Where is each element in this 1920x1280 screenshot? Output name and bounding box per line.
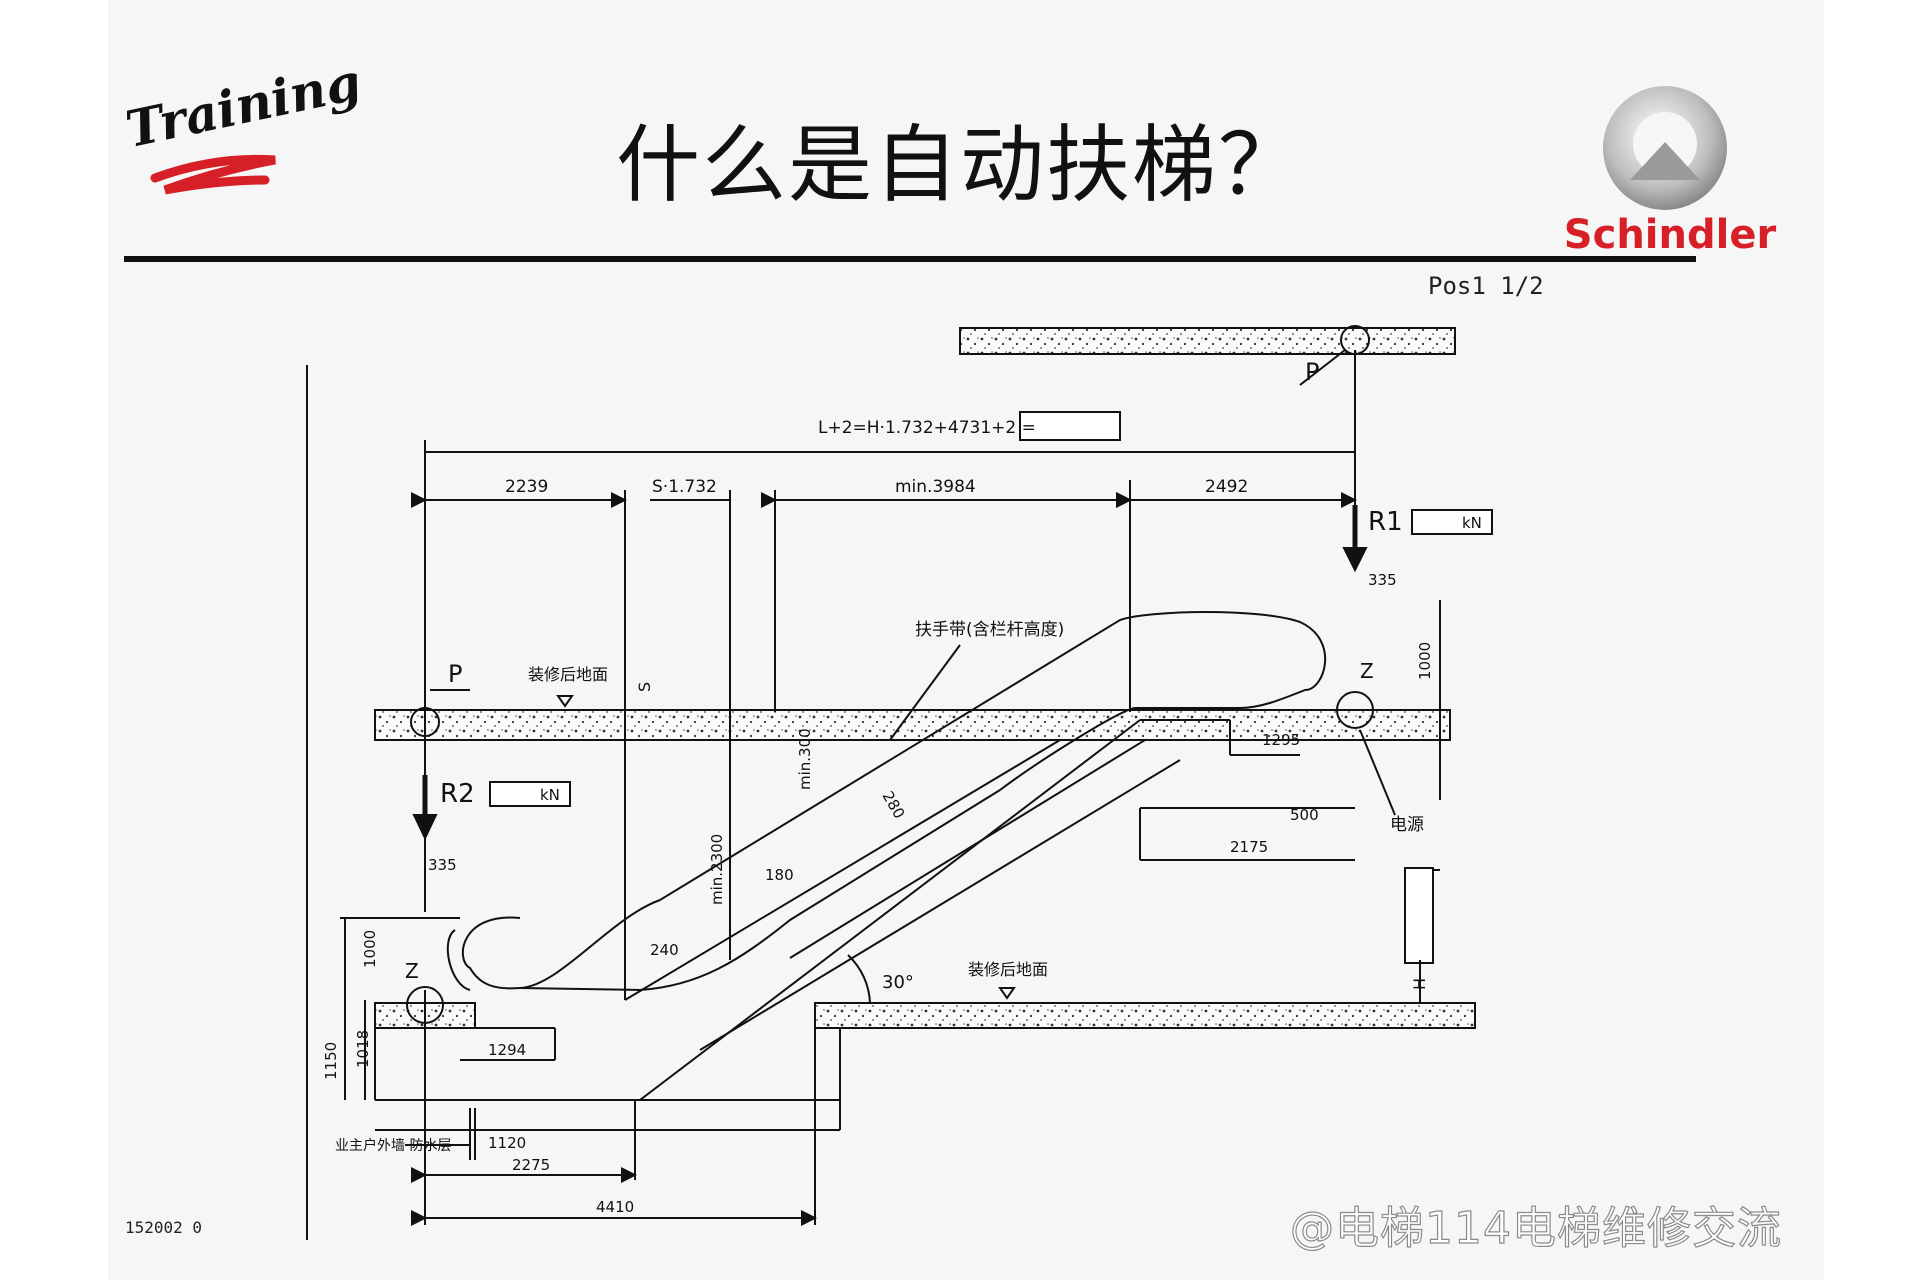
dim-s1732: S·1.732 <box>652 477 717 497</box>
handrail-outline <box>461 611 1327 991</box>
label-angle: 30° <box>882 972 914 993</box>
label-balustrade: 扶手带(含栏杆高度) <box>915 620 1064 640</box>
dim-1150: 1150 <box>322 1042 340 1080</box>
dim-500: 500 <box>1290 806 1319 824</box>
label-pit-note: 业主户外墙 防水层 <box>335 1137 451 1154</box>
dim-1018: 1018 <box>354 1030 372 1068</box>
page-reference: Pos1 1/2 <box>1428 272 1544 300</box>
label-lower-floor: 装修后地面 <box>968 960 1048 979</box>
dim-2175: 2175 <box>1230 838 1268 856</box>
slide-background <box>108 0 1824 1280</box>
dim-240: 240 <box>650 941 679 959</box>
dim-1120: 1120 <box>488 1134 526 1152</box>
dim-1000-top: 1000 <box>1416 642 1434 680</box>
page-title: 什么是自动扶梯？ <box>615 116 1304 214</box>
watermark: @电梯114电梯维修交流 <box>1289 1202 1782 1254</box>
dim-335-left: 335 <box>428 856 457 874</box>
dim-180: 180 <box>765 866 794 884</box>
label-r2: R2 <box>440 779 475 809</box>
training-logo: Training <box>121 52 366 208</box>
dim-280: 280 <box>879 788 909 822</box>
lower-right-slab <box>814 1002 1476 1029</box>
dim-1000-left: 1000 <box>361 930 379 968</box>
dim-2492: 2492 <box>1205 477 1248 497</box>
dim-1295: 1295 <box>1262 731 1300 749</box>
brand-name: Schindler <box>1563 212 1777 258</box>
label-z-left: Z <box>405 959 419 983</box>
dim-min300: min.300 <box>796 728 814 790</box>
top-slab <box>959 327 1456 355</box>
schindler-emblem-icon <box>1603 86 1727 210</box>
dim-2275: 2275 <box>512 1156 550 1174</box>
footer-code: 152002 0 <box>125 1218 203 1237</box>
label-h: H <box>1410 978 1429 990</box>
label-power: 电源 <box>1390 815 1424 835</box>
label-r1-unit: kN <box>1462 514 1482 532</box>
dim-1294: 1294 <box>488 1041 526 1059</box>
label-s: S <box>635 682 654 692</box>
formula-length: L+2=H·1.732+4731+2 = <box>818 418 1036 438</box>
label-r1: R1 <box>1368 507 1403 537</box>
label-p-left: P <box>448 660 462 688</box>
label-r2-unit: kN <box>540 786 560 804</box>
schindler-logo: Schindler <box>1560 84 1780 264</box>
label-upper-floor: 装修后地面 <box>528 665 608 684</box>
label-p-top: P <box>1305 358 1319 386</box>
header-rule <box>124 256 1696 262</box>
dim-335-top: 335 <box>1368 571 1397 589</box>
dim-min2300: min.2300 <box>708 834 726 905</box>
dim-min3984: min.3984 <box>895 477 976 497</box>
upper-floor-slab <box>374 709 1451 741</box>
training-logo-swoosh <box>150 154 276 195</box>
dim-4410: 4410 <box>596 1198 634 1216</box>
dim-2239: 2239 <box>505 477 548 497</box>
label-z-right: Z <box>1360 659 1374 683</box>
